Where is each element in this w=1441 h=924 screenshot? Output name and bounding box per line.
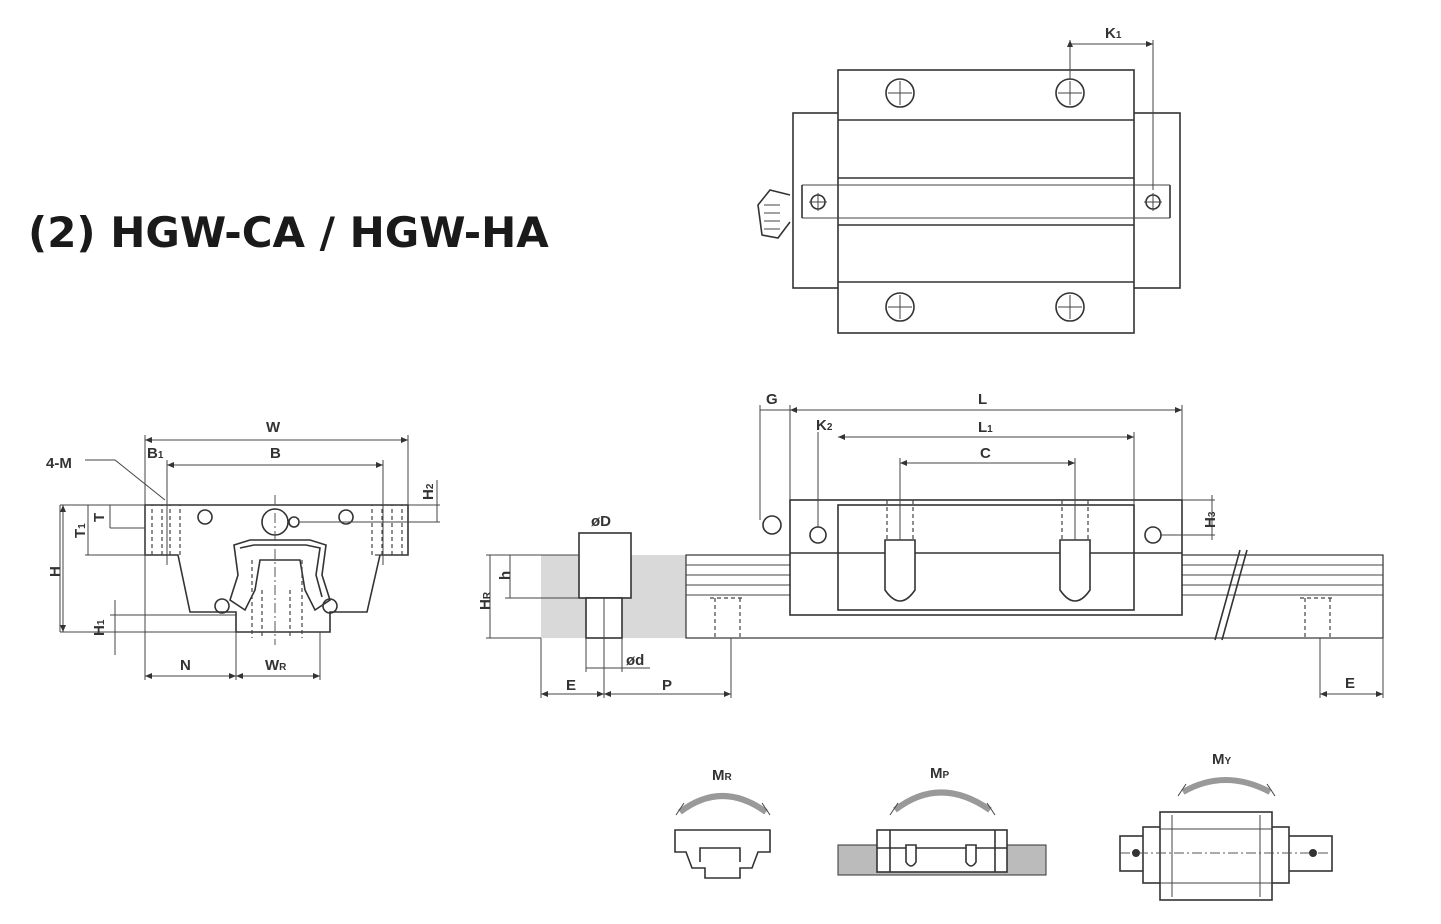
dim-B: B: [270, 445, 281, 462]
label-MY: MY: [1212, 751, 1232, 768]
side-view: G L L1 K2 C H3 HR h øD ød E P E: [477, 391, 1384, 698]
dim-K2: K2: [816, 417, 833, 434]
moment-yaw-icon: MY: [1119, 751, 1333, 901]
dim-H3: H3: [1202, 511, 1219, 528]
dim-N: N: [180, 657, 191, 674]
dim-E-right: E: [1345, 675, 1355, 692]
dim-E-left: E: [566, 677, 576, 694]
dim-L1: L1: [978, 419, 993, 436]
grease-nipple-icon: [757, 189, 791, 239]
dim-C: C: [980, 445, 991, 462]
dim-T: T: [91, 513, 108, 522]
dim-T1: T1: [72, 523, 89, 538]
dim-K1: K1: [1105, 25, 1122, 42]
front-view: W B B1 4-M H T1 T H1 H2 N WR: [46, 419, 440, 680]
label-MP: MP: [930, 765, 950, 782]
dim-H: H: [47, 566, 64, 577]
dim-phiD: øD: [591, 513, 611, 530]
dim-B1: B1: [147, 445, 164, 462]
dim-P: P: [662, 677, 672, 694]
dim-4M: 4-M: [46, 455, 72, 472]
dim-HR: HR: [477, 591, 494, 610]
top-view: K1: [757, 25, 1181, 334]
moment-pitch-icon: MP: [837, 765, 1047, 876]
dim-WR: WR: [265, 657, 287, 674]
page-title: (2) HGW-CA / HGW-HA: [28, 208, 549, 257]
dim-phid: ød: [626, 652, 644, 669]
dim-H1: H1: [91, 619, 108, 636]
label-MR: MR: [712, 767, 733, 784]
dim-G: G: [766, 391, 778, 408]
dim-H2: H2: [420, 483, 437, 500]
moment-roll-icon: MR: [674, 767, 771, 879]
dim-W: W: [266, 419, 281, 436]
dim-L: L: [978, 391, 987, 408]
dim-h: h: [497, 571, 514, 580]
mounting-hole-icon: [809, 78, 1162, 322]
